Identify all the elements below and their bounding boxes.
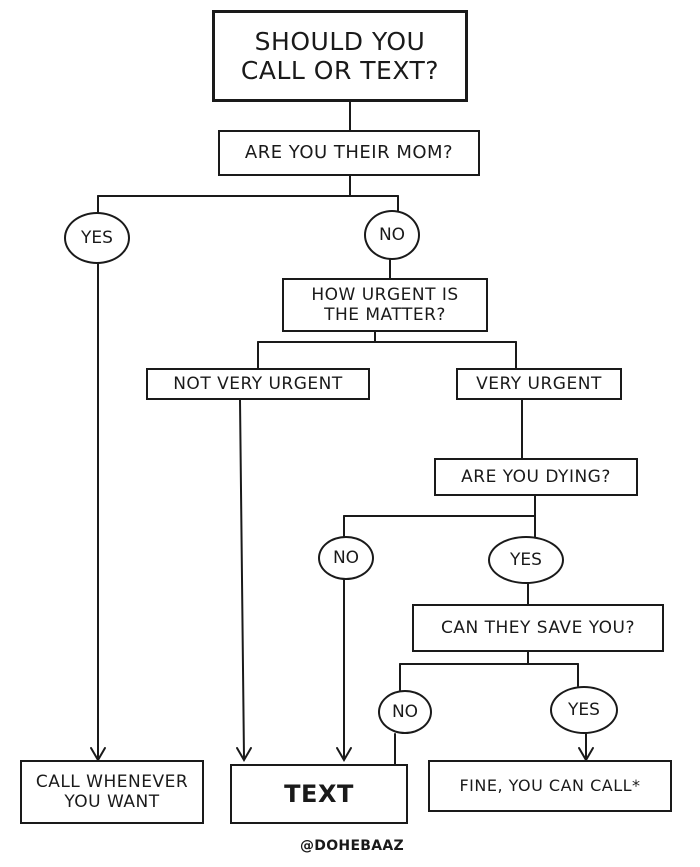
title-box: SHOULD YOU CALL OR TEXT? (212, 10, 468, 102)
artist-credit: @DOHEBAAZ (300, 838, 404, 854)
mom-no-bubble: NO (364, 210, 420, 260)
dying-no-bubble: NO (318, 536, 374, 580)
question-can-they-save-you-box: CAN THEY SAVE YOU? (412, 604, 664, 652)
not-very-urgent-box: NOT VERY URGENT (146, 368, 370, 400)
mom-yes-bubble: YES (64, 212, 130, 264)
dying-yes-bubble: YES (488, 536, 564, 584)
result-fine-you-can-call-box: FINE, YOU CAN CALL* (428, 760, 672, 812)
result-call-whenever-box: CALL WHENEVER YOU WANT (20, 760, 204, 824)
question-dying-box: ARE YOU DYING? (434, 458, 638, 496)
question-their-mom-box: ARE YOU THEIR MOM? (218, 130, 480, 176)
result-text-box: TEXT (230, 764, 408, 824)
very-urgent-box: VERY URGENT (456, 368, 622, 400)
save-no-bubble: NO (378, 690, 432, 734)
question-how-urgent-box: HOW URGENT IS THE MATTER? (282, 278, 488, 332)
save-yes-bubble: YES (550, 686, 618, 734)
